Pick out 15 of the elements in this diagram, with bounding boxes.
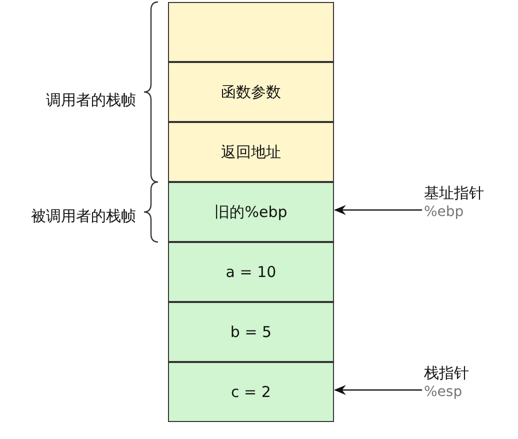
pointer-name: 栈指针 — [424, 363, 469, 383]
stack-cell: a = 10 — [168, 242, 334, 302]
frame-label: 调用者的栈帧 — [46, 91, 136, 110]
stack-cell: c = 2 — [168, 362, 334, 422]
stack-cell: 函数参数 — [168, 62, 334, 122]
arrow — [334, 385, 422, 395]
pointer-name: 基址指针 — [424, 183, 484, 203]
stack-cell: 返回地址 — [168, 122, 334, 182]
stack-cell: 旧的%ebp — [168, 182, 334, 242]
stack-cell — [168, 2, 334, 62]
stack-cell: b = 5 — [168, 302, 334, 362]
arrow — [334, 205, 422, 215]
frame-label: 被调用者的栈帧 — [31, 207, 136, 226]
register-name: %ebp — [424, 203, 464, 221]
register-name: %esp — [424, 383, 462, 401]
